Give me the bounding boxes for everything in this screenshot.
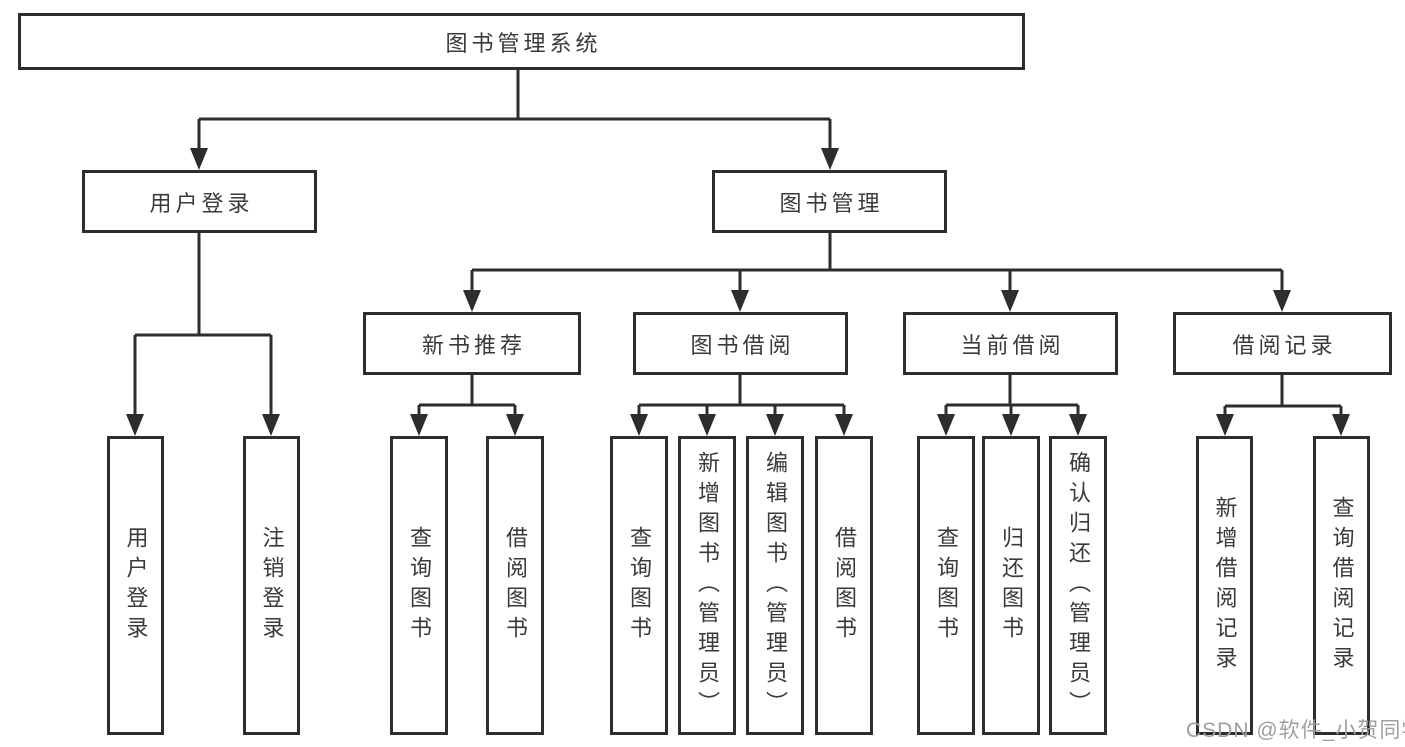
leaf-query-books-borrowing-label: 查询图书	[627, 525, 652, 646]
node-book-borrowing: 图书借阅	[633, 312, 848, 375]
leaf-borrow-books-borrowing: 借阅图书	[815, 436, 873, 735]
leaf-query-books-recommend-label: 查询图书	[407, 525, 432, 646]
leaf-confirm-return-admin: 确认归还（管理员）	[1049, 436, 1107, 735]
leaf-user-login-label: 用户登录	[123, 525, 149, 646]
leaf-borrow-books-recommend-label: 借阅图书	[503, 525, 528, 646]
leaf-borrow-books-borrowing-label: 借阅图书	[832, 525, 857, 646]
leaf-query-books-current: 查询图书	[917, 436, 975, 735]
leaf-user-login: 用户登录	[107, 436, 164, 735]
leaf-query-borrow-record-label: 查询借阅记录	[1329, 495, 1355, 676]
leaf-query-borrow-record: 查询借阅记录	[1313, 436, 1370, 735]
leaf-return-books-label: 归还图书	[999, 525, 1024, 646]
node-user-login: 用户登录	[82, 170, 317, 233]
leaf-return-books: 归还图书	[982, 436, 1040, 735]
leaf-edit-books-admin-label: 编辑图书（管理员）	[763, 450, 788, 721]
leaf-edit-books-admin: 编辑图书（管理员）	[746, 436, 804, 735]
leaf-confirm-return-admin-label: 确认归还（管理员）	[1066, 450, 1091, 721]
node-current-borrowing: 当前借阅	[903, 312, 1118, 375]
leaf-borrow-books-recommend: 借阅图书	[486, 436, 544, 735]
leaf-query-books-borrowing: 查询图书	[610, 436, 668, 735]
leaf-logout-label: 注销登录	[259, 525, 285, 646]
leaf-add-books-admin: 新增图书（管理员）	[678, 436, 736, 735]
csdn-watermark: CSDN @软件_小贺同学	[1186, 719, 1405, 742]
node-new-book-recommend: 新书推荐	[363, 312, 581, 375]
leaf-add-borrow-record-label: 新增借阅记录	[1212, 495, 1238, 676]
node-library-management-system: 图书管理系统	[18, 13, 1025, 70]
leaf-add-books-admin-label: 新增图书（管理员）	[695, 450, 720, 721]
node-borrowing-records: 借阅记录	[1173, 312, 1392, 375]
leaf-query-books-recommend: 查询图书	[390, 436, 448, 735]
leaf-add-borrow-record: 新增借阅记录	[1196, 436, 1253, 735]
leaf-query-books-current-label: 查询图书	[934, 525, 959, 646]
node-book-management: 图书管理	[712, 170, 947, 233]
leaf-logout: 注销登录	[243, 436, 300, 735]
